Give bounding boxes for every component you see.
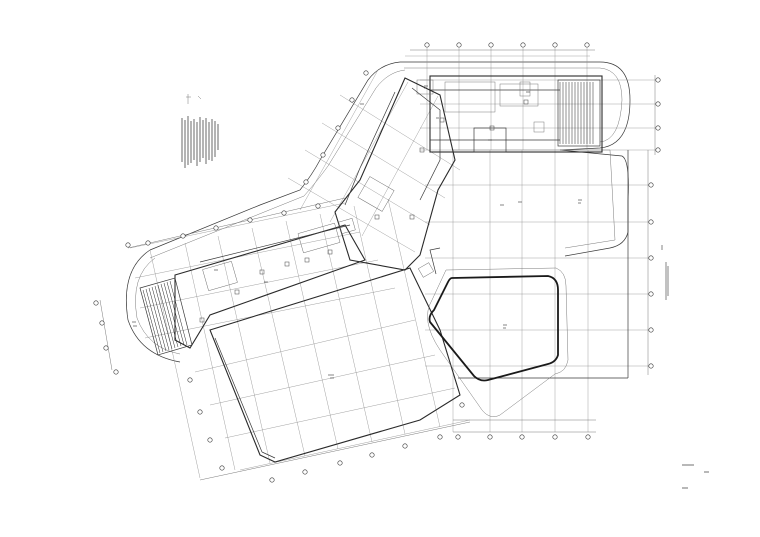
column-markers (199, 99, 529, 323)
grid-connector (287, 69, 461, 253)
outer-contour (125, 61, 631, 363)
title-block (682, 464, 709, 489)
grid-bubbles (93, 42, 661, 483)
stair-west (139, 277, 193, 356)
grid-east-wing (405, 48, 655, 151)
grid-west-wing (129, 198, 471, 479)
vertical-sheet-label (661, 245, 669, 300)
building-walls (174, 75, 603, 463)
grid-east-lower (425, 150, 648, 432)
feature-room (427, 247, 569, 417)
dimension-lines (99, 49, 656, 481)
stair-east (557, 79, 601, 147)
general-notes-block (181, 94, 219, 168)
room-tags (132, 85, 582, 379)
